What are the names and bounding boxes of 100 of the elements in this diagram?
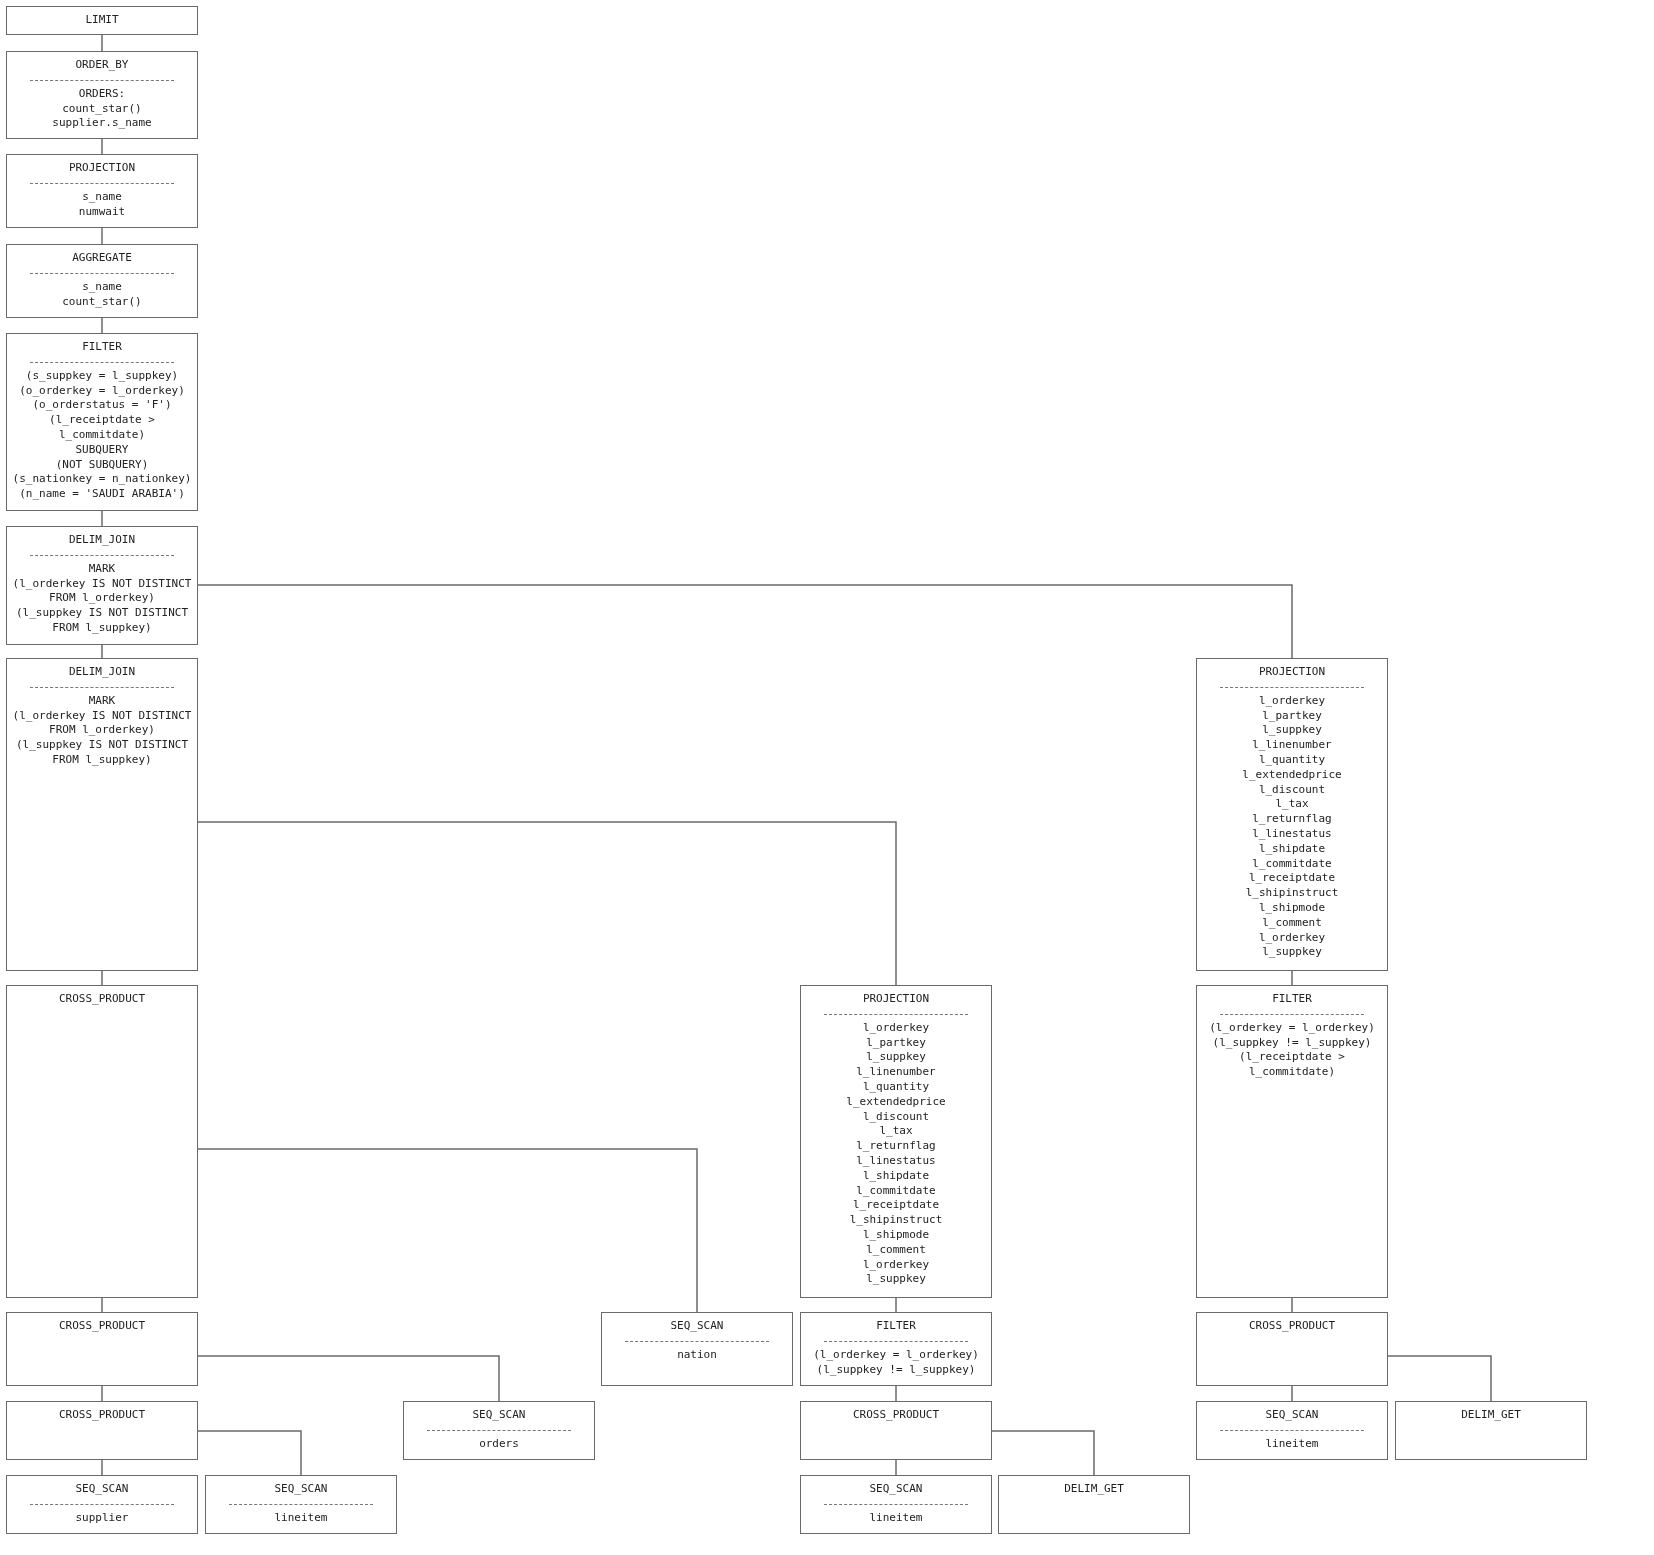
operator-name: SEQ_SCAN (669, 1319, 725, 1334)
operator-name: SEQ_SCAN (273, 1482, 329, 1497)
operator-detail: (l_receiptdate > l_commitdate) (1238, 1050, 1346, 1080)
operator-detail: l_shipmode (1257, 900, 1327, 916)
operator-box (6, 51, 198, 139)
operator-detail: l_commitdate (855, 1183, 937, 1199)
connector-line (101, 644, 103, 659)
operator-detail: l_discount (861, 1109, 931, 1125)
connector-line (895, 1297, 897, 1313)
operator-detail: MARK (87, 693, 117, 709)
operator-detail: l_shipmode (861, 1227, 931, 1243)
operator-name: CROSS_PRODUCT (57, 992, 147, 1007)
operator-name: SEQ_SCAN (74, 1482, 130, 1497)
operator-box (403, 1401, 595, 1460)
operator-box (6, 1401, 198, 1460)
operator-name: FILTER (1271, 992, 1313, 1007)
operator-detail: l_orderkey (1257, 693, 1327, 709)
operator-detail: l_tax (878, 1124, 914, 1140)
operator-box (6, 526, 198, 645)
operator-name: ORDER_BY (74, 58, 130, 73)
operator-detail: l_linenumber (855, 1065, 937, 1080)
operator-box (800, 1401, 992, 1460)
operator-name: SEQ_SCAN (471, 1408, 527, 1423)
operator-detail: (l_receiptdate > l_commitdate) (48, 413, 156, 443)
operator-name: DELIM_GET (1063, 1482, 1125, 1497)
operator-detail: (l_suppkey IS NOT DISTINCT FROM l_suppkey) (14, 738, 190, 768)
operator-detail: l_tax (1274, 797, 1310, 813)
operator-detail: (n_name = 'SAUDI ARABIA') (18, 487, 186, 502)
operator-detail: orders (478, 1436, 520, 1452)
operator-name: CROSS_PRODUCT (57, 1319, 147, 1334)
connector-line (895, 1385, 897, 1402)
operator-box (6, 6, 198, 35)
operator-box (800, 1312, 992, 1386)
connector-line (991, 1430, 1095, 1476)
operator-detail: l_extendedprice (845, 1094, 947, 1110)
operator-detail: l_linenumber (1251, 738, 1333, 753)
operator-detail: l_receiptdate (851, 1198, 941, 1214)
operator-box (1196, 985, 1388, 1298)
operator-detail: count_star() (61, 294, 143, 310)
connector-line (101, 317, 103, 334)
operator-detail: l_comment (1261, 915, 1323, 931)
operator-detail: s_name (81, 189, 123, 205)
operator-detail: (l_suppkey IS NOT DISTINCT FROM l_suppkey) (14, 606, 190, 636)
operator-name: FILTER (875, 1319, 917, 1334)
operator-name: SEQ_SCAN (1264, 1408, 1320, 1423)
operator-box (998, 1475, 1190, 1534)
operator-detail: l_orderkey (1257, 930, 1327, 946)
operator-name: DELIM_JOIN (67, 533, 137, 548)
connector-line (197, 1355, 500, 1402)
operator-box (6, 333, 198, 511)
operator-box (6, 1312, 198, 1386)
operator-detail: count_star() (61, 101, 143, 117)
operator-detail: l_commitdate (1251, 856, 1333, 872)
operator-box (6, 154, 198, 228)
operator-detail: MARK (87, 561, 117, 577)
operator-detail: (o_orderstatus = 'F') (31, 398, 173, 414)
connector-line (101, 34, 103, 52)
operator-detail: supplier.s_name (51, 116, 153, 132)
operator-box (6, 244, 198, 318)
operator-detail: l_shipdate (1257, 841, 1327, 857)
operator-detail: lineitem (1264, 1436, 1320, 1452)
operator-detail: l_partkey (1261, 708, 1323, 724)
connector-line (1291, 1385, 1293, 1402)
operator-detail: (o_orderkey = l_orderkey) (18, 383, 186, 399)
operator-detail: l_quantity (1257, 753, 1327, 768)
operator-detail: l_quantity (861, 1080, 931, 1095)
operator-box (205, 1475, 397, 1534)
operator-detail: (l_orderkey = l_orderkey) (1208, 1020, 1376, 1036)
operator-detail: (l_suppkey != l_suppkey) (815, 1362, 977, 1378)
connector-line (101, 510, 103, 527)
operator-detail: lineitem (868, 1510, 924, 1526)
operator-box (1196, 1401, 1388, 1460)
connector-line (197, 584, 1293, 659)
operator-detail: l_partkey (865, 1035, 927, 1051)
connector-line (197, 1430, 302, 1476)
operator-detail: l_linestatus (855, 1153, 937, 1169)
operator-name: LIMIT (84, 13, 120, 28)
operator-detail: l_suppkey (1261, 723, 1323, 739)
operator-name: PROJECTION (1257, 665, 1327, 680)
operator-box (6, 658, 198, 971)
operator-detail: ORDERS: (77, 86, 127, 102)
operator-box (6, 985, 198, 1298)
connector-line (101, 138, 103, 155)
operator-detail: l_shipdate (861, 1168, 931, 1184)
connector-line (101, 227, 103, 245)
operator-box (6, 1475, 198, 1534)
operator-box (800, 985, 992, 1298)
operator-name: SEQ_SCAN (868, 1482, 924, 1497)
operator-detail: (NOT SUBQUERY) (54, 457, 150, 473)
operator-box (800, 1475, 992, 1534)
operator-detail: l_receiptdate (1247, 871, 1337, 887)
operator-box (1196, 1312, 1388, 1386)
operator-detail: nation (676, 1347, 718, 1363)
operator-detail: lineitem (273, 1510, 329, 1526)
operator-detail: numwait (77, 204, 127, 220)
operator-detail: l_shipinstruct (848, 1213, 944, 1228)
operator-name: AGGREGATE (71, 251, 133, 266)
connector-line (895, 1459, 897, 1476)
connector-line (101, 1297, 103, 1313)
operator-name: CROSS_PRODUCT (57, 1408, 147, 1423)
